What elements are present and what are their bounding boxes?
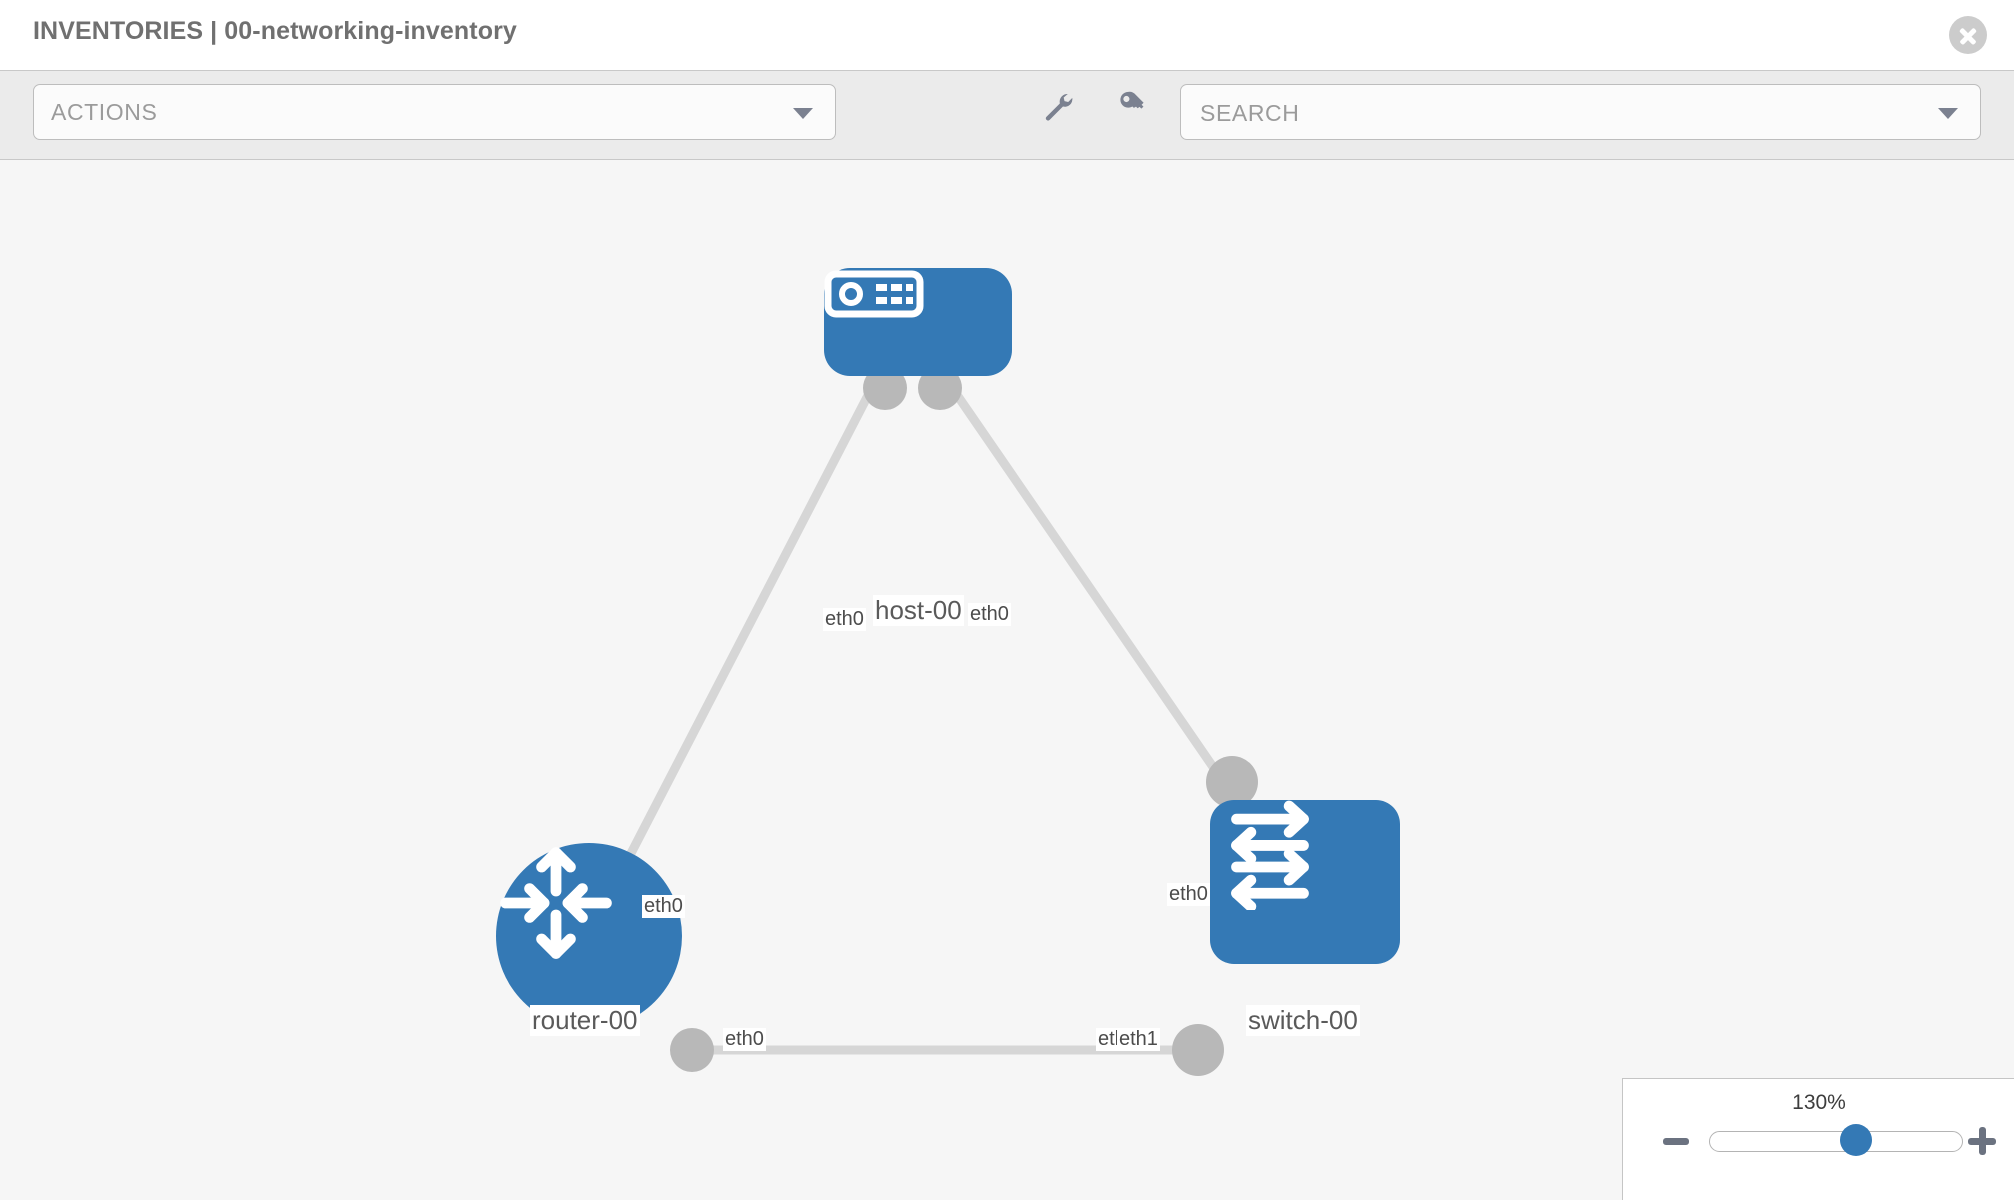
wrench-icon[interactable] (1040, 85, 1076, 125)
switch-arrows-icon (1231, 800, 1309, 910)
chevron-down-icon[interactable] (1938, 108, 1958, 119)
topology-canvas[interactable]: host-00 router-00 (0, 160, 2014, 1200)
topology-node-label-router-00: router-00 (530, 1005, 640, 1036)
topology-node-label-host-00: host-00 (873, 595, 964, 626)
zoom-in-button[interactable] (1968, 1127, 1996, 1155)
actions-dropdown[interactable]: ACTIONS (33, 84, 836, 140)
interface-label: eth0 (1167, 883, 1210, 906)
page-title: INVENTORIES | 00-networking-inventory (33, 17, 517, 45)
topology-node-label-switch-00: switch-00 (1246, 1005, 1360, 1036)
zoom-control-panel: 130% (1622, 1078, 2014, 1200)
interface-label: eth0 (642, 895, 685, 918)
actions-dropdown-label: ACTIONS (51, 99, 158, 125)
zoom-percent-label: 130% (1792, 1091, 1846, 1114)
search-box[interactable] (1180, 84, 1981, 141)
chevron-down-icon (793, 108, 813, 119)
topology-node-switch-00[interactable] (1210, 800, 1400, 964)
interface-label: eth0 (823, 608, 866, 631)
interface-label: eth0 (723, 1028, 766, 1051)
topology-node-host-00[interactable] (824, 268, 1012, 376)
page-header: INVENTORIES | 00-networking-inventory (0, 0, 2014, 70)
close-icon[interactable] (1949, 16, 1987, 54)
topology-node-router-00[interactable] (496, 843, 682, 1029)
interface-label: eth0 (968, 603, 1011, 626)
zoom-slider-thumb[interactable] (1839, 1124, 1872, 1156)
zoom-slider[interactable] (1709, 1124, 1963, 1156)
topology-edges (608, 366, 1258, 1076)
router-arrows-icon (500, 847, 612, 959)
interface-label: eth1 (1117, 1028, 1160, 1051)
zoom-out-button[interactable] (1663, 1138, 1689, 1145)
key-icon[interactable] (1114, 85, 1150, 125)
server-icon (824, 270, 924, 318)
toolbar: ACTIONS (0, 70, 2014, 160)
search-input[interactable] (1198, 85, 1902, 141)
toolbar-icon-group (1040, 85, 1150, 125)
